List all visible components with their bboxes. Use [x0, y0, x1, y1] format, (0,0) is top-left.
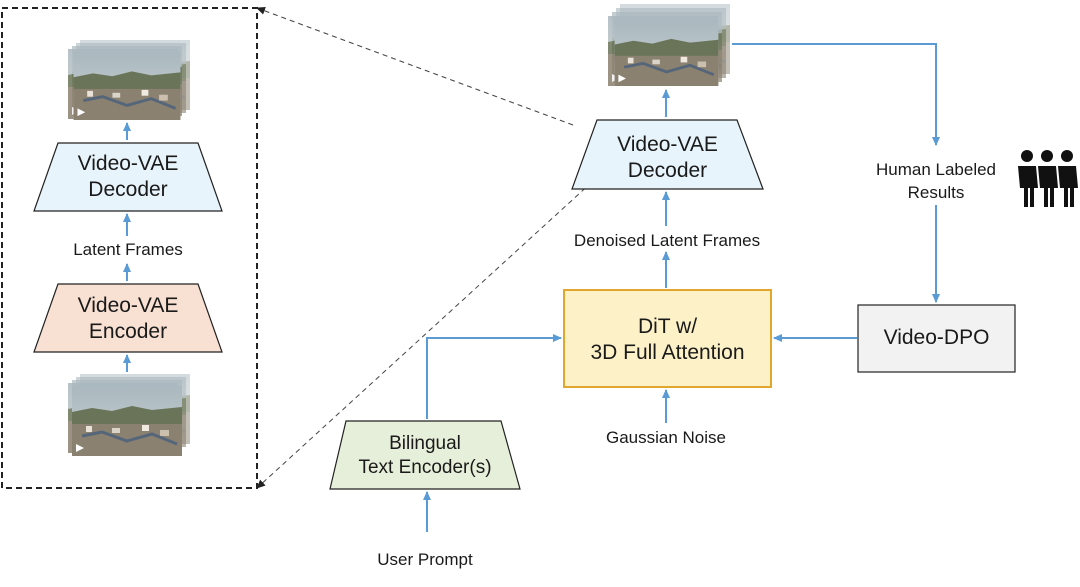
dit-box [563, 289, 772, 388]
denoised-latent-label: Denoised Latent Frames [573, 231, 761, 250]
user-prompt-label: User Prompt [377, 550, 473, 569]
human-labeled-line1: Human Labeled [875, 160, 997, 179]
dpo-label: Video-DPO [883, 326, 990, 349]
zoom-panel-border [1, 7, 258, 489]
human-labeled-label: Human Labeled Results [846, 158, 1026, 204]
text-encoder-line1: Bilingual [389, 433, 461, 454]
left-vae-decoder-box [33, 142, 223, 212]
text-encoder-line2: Text Encoder(s) [358, 457, 492, 478]
video-dpo-box [857, 304, 1016, 373]
main-decoder-label: Video-VAE Decoder [572, 132, 763, 184]
left-encoder-label: Video-VAE Encoder [34, 293, 222, 345]
main-decoder-line2: Decoder [627, 159, 708, 182]
video-frames-stack-icon [608, 4, 730, 86]
people-icon [1018, 150, 1078, 207]
left-decoder-line1: Video-VAE [77, 152, 179, 175]
left-decoder-line2: Decoder [88, 178, 168, 201]
video-frames-stack-icon [68, 374, 190, 456]
main-vae-decoder-box [571, 119, 764, 190]
gaussian-noise-label: Gaussian Noise [605, 428, 726, 447]
left-decoder-label: Video-VAE Decoder [34, 151, 222, 203]
text-encoder-box [329, 420, 521, 490]
left-vae-encoder-box [33, 283, 223, 353]
latent-frames-label: Latent Frames [73, 240, 183, 259]
left-encoder-line2: Encoder [88, 320, 168, 343]
zoom-connector-bottom [256, 181, 593, 489]
zoom-connector-top [256, 7, 574, 126]
main-decoder-line1: Video-VAE [617, 133, 718, 156]
human-labeled-line2: Results [907, 183, 965, 202]
dit-line2: 3D Full Attention [590, 341, 745, 364]
arrow-frames-to-human-labels [732, 43, 940, 146]
video-frames-stack-icon [68, 40, 190, 120]
dit-label: DiT w/ 3D Full Attention [564, 314, 771, 366]
text-encoder-label: Bilingual Text Encoder(s) [330, 432, 520, 480]
dit-line1: DiT w/ [637, 315, 698, 338]
left-encoder-line1: Video-VAE [77, 294, 179, 317]
arrow-text-encoder-to-dit [426, 334, 562, 419]
